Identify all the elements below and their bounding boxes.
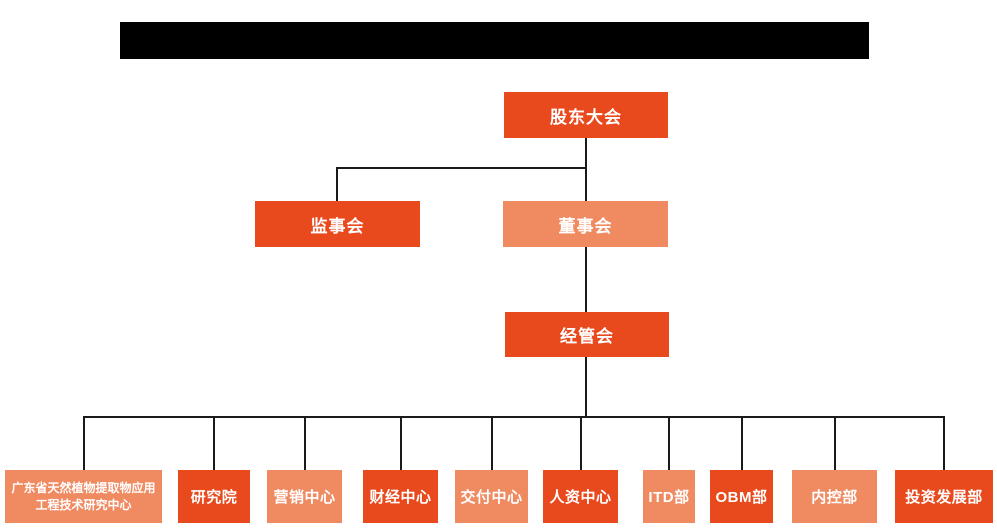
node-label: ITD部 xyxy=(648,489,690,506)
node-label: 广东省天然植物提取物应用工程技术研究中心 xyxy=(11,480,156,512)
org-node-department: 广东省天然植物提取物应用工程技术研究中心 xyxy=(5,470,162,523)
connector-line xyxy=(336,167,587,169)
org-node-supervisory-board: 监事会 xyxy=(255,201,420,247)
node-label: 董事会 xyxy=(558,216,613,236)
connector-line xyxy=(336,167,338,201)
node-label: 财经中心 xyxy=(369,489,432,506)
connector-line xyxy=(585,247,587,312)
connector-line xyxy=(83,416,945,418)
connector-line xyxy=(834,416,836,470)
node-label: 经管会 xyxy=(560,327,614,346)
org-node-department: 人资中心 xyxy=(543,470,618,523)
node-label: OBM部 xyxy=(715,489,768,506)
connector-line xyxy=(741,416,743,470)
connector-line xyxy=(400,416,402,470)
connector-line xyxy=(213,416,215,470)
connector-line xyxy=(580,416,582,470)
node-label: 股东大会 xyxy=(550,107,622,127)
org-node-department: OBM部 xyxy=(710,470,773,523)
node-label: 营销中心 xyxy=(273,489,336,506)
node-label: 交付中心 xyxy=(460,489,523,506)
connector-line xyxy=(304,416,306,470)
connector-line xyxy=(668,416,670,470)
redacted-title-bar xyxy=(120,22,869,59)
connector-line xyxy=(83,416,85,470)
org-node-department: 投资发展部 xyxy=(895,470,993,523)
node-label: 监事会 xyxy=(310,216,365,236)
org-node-department: 营销中心 xyxy=(267,470,342,523)
node-label: 投资发展部 xyxy=(905,489,983,506)
connector-line xyxy=(491,416,493,470)
node-label: 人资中心 xyxy=(549,489,612,506)
org-node-department: 财经中心 xyxy=(363,470,438,523)
org-node-department: 研究院 xyxy=(178,470,250,523)
org-node-board-of-directors: 董事会 xyxy=(503,201,668,247)
org-node-shareholders-meeting: 股东大会 xyxy=(504,92,668,138)
org-node-department: ITD部 xyxy=(643,470,695,523)
connector-line xyxy=(585,138,587,201)
org-node-department: 内控部 xyxy=(792,470,877,523)
connector-line xyxy=(943,416,945,470)
connector-line xyxy=(585,357,587,417)
org-node-department: 交付中心 xyxy=(455,470,528,523)
node-label: 内控部 xyxy=(811,489,858,506)
node-label: 研究院 xyxy=(190,489,238,506)
org-node-management-committee: 经管会 xyxy=(505,312,669,357)
